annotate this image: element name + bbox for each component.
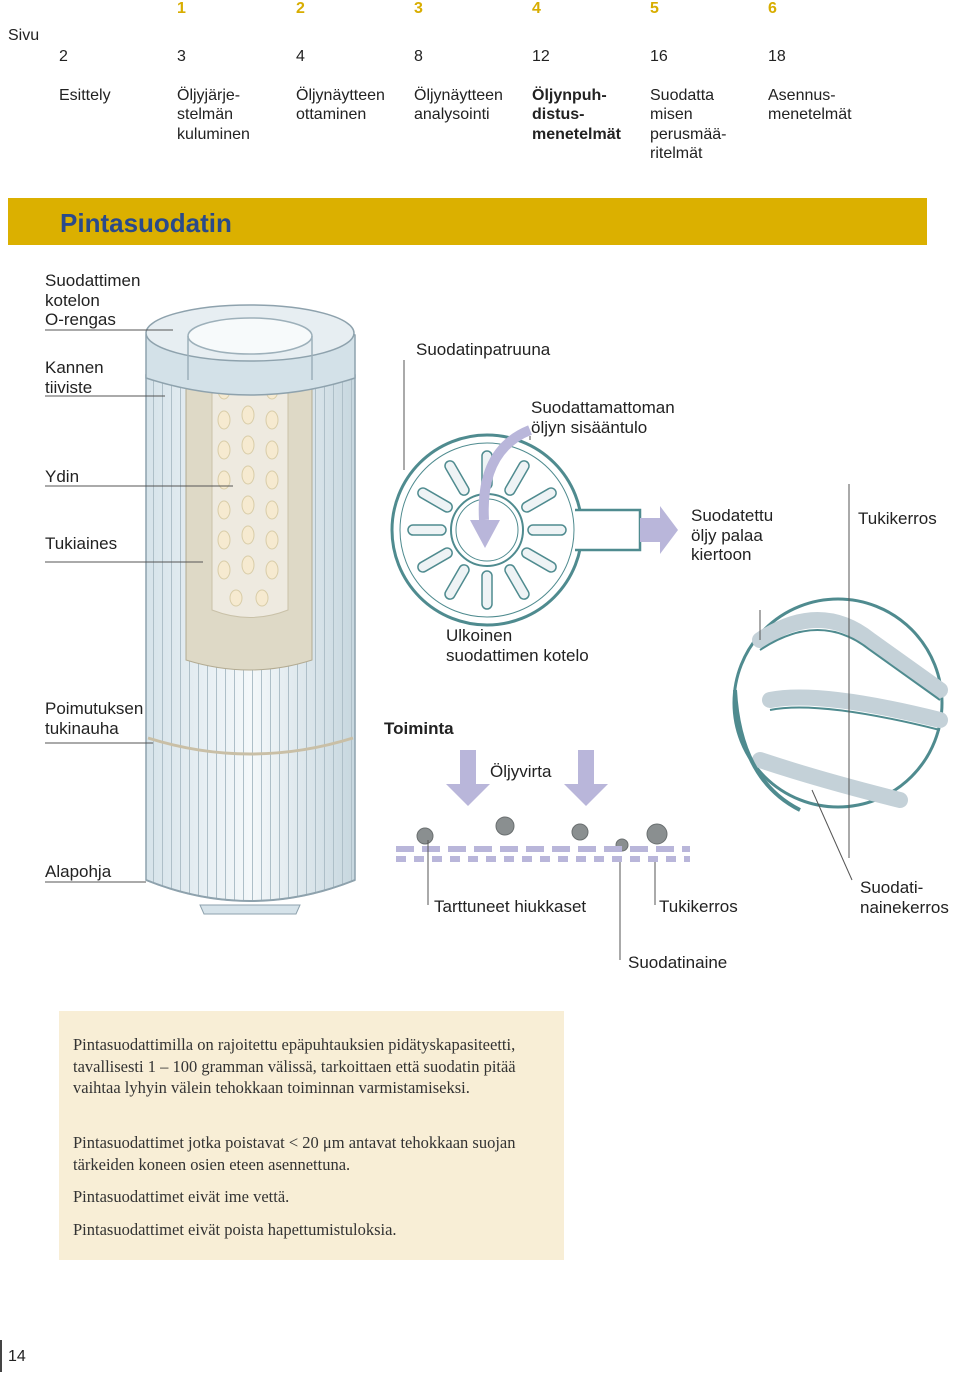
nav-chapter-1-number: 1 [177,0,186,17]
info-box: Pintasuodattimilla on rajoitettu epäpuht… [59,1011,564,1260]
nav-sivu-label: Sivu [8,27,40,44]
section-banner: Pintasuodatin [8,198,927,245]
nav-intro[interactable]: 2 Esittely [59,27,111,105]
nav-chapter-6-page: 18 [768,47,786,65]
nav-chapter-1[interactable]: 3 Öljyjärje- stelmän kuluminen [177,27,250,144]
label-oil-flow: Öljyvirta [490,762,552,781]
nav-chapter-4-label: Öljynpuh- distus- menetelmät [532,86,621,143]
label-pleat-band: Poimutuksen tukinauha [45,699,144,738]
nav-chapter-6-label: Asennus- menetelmät [768,86,852,124]
filter-media-layer [396,846,690,862]
info-paragraph-4: Pintasuodattimet eivät poista hapettumis… [73,1220,397,1239]
nav-chapter-4-page: 12 [532,47,550,65]
label-support-layer: Tukikerros [659,897,738,916]
nav-chapter-5-label: Suodatta misen perusmää- ritelmät [650,86,727,163]
nav-chapter-6[interactable]: 18 Asennus- menetelmät [768,27,852,125]
nav-chapter-2-number: 2 [296,0,305,17]
label-filtered-return: Suodatettu öljy palaa kiertoon [691,506,774,564]
zoomed-pleat-detail [732,597,948,812]
nav-chapter-4-number: 4 [532,0,541,17]
label-outer-housing: Ulkoinen suodattimen kotelo [446,626,589,665]
info-paragraph-1: Pintasuodattimilla on rajoitettu epäpuht… [73,1035,516,1097]
label-cartridge: Suodatinpatruuna [416,340,551,359]
label-media-layer: Suodati- nainekerros [860,878,949,917]
info-paragraph-3: Pintasuodattimet eivät ime vettä. [73,1187,290,1206]
page-number-bar [0,1340,2,1372]
label-trapped-particles: Tarttuneet hiukkaset [434,897,587,916]
info-paragraph-2: Pintasuodattimet jotka poistavat < 20 μm… [73,1133,516,1174]
label-support-layer-top: Tukikerros [858,509,937,528]
leader-lines-bottom [427,840,656,960]
leader-lines-left [45,329,233,883]
trapped-particles [416,816,668,852]
nav-chapter-1-page: 3 [177,47,186,65]
label-o-ring: Suodattimen kotelon O-rengas [45,271,141,329]
label-core: Ydin [45,467,80,486]
nav-intro-label: Esittely [59,86,111,104]
nav-chapter-5[interactable]: 16 Suodatta misen perusmää- ritelmät [650,27,726,164]
label-filter-media: Suodatinaine [628,953,728,972]
nav-chapter-3[interactable]: 8 Öljynäytteen analysointi [414,27,503,125]
label-bottom: Alapohja [45,862,112,881]
nav-chapter-5-number: 5 [650,0,659,17]
nav-chapter-1-label: Öljyjärje- stelmän kuluminen [177,86,250,143]
filter-cartridge [145,304,356,915]
nav-chapter-5-page: 16 [650,47,668,65]
nav-chapter-2-label: Öljynäytteen ottaminen [296,86,385,124]
nav-chapter-2-page: 4 [296,47,305,65]
oil-flow-arrows [446,750,608,806]
nav-chapter-4-active[interactable]: 12 Öljynpuh- distus- menetelmät [532,27,621,144]
nav-intro-page: 2 [59,47,68,65]
nav-chapter-3-label: Öljynäytteen analysointi [414,86,503,124]
nav-chapter-3-number: 3 [414,0,423,17]
label-unfiltered-inlet: Suodattamattoman öljyn sisääntulo [531,398,675,437]
label-lid-seal: Kannen tiiviste [45,358,104,397]
label-operation: Toiminta [384,719,454,738]
page-number: 14 [8,1348,26,1365]
nav-chapter-3-page: 8 [414,47,423,65]
label-support-media: Tukiaines [45,534,118,553]
section-title: Pintasuodatin [60,208,232,238]
nav-chapter-2[interactable]: 4 Öljynäytteen ottaminen [296,27,385,125]
filter-cross-section [390,425,678,627]
nav-chapter-6-number: 6 [768,0,777,17]
